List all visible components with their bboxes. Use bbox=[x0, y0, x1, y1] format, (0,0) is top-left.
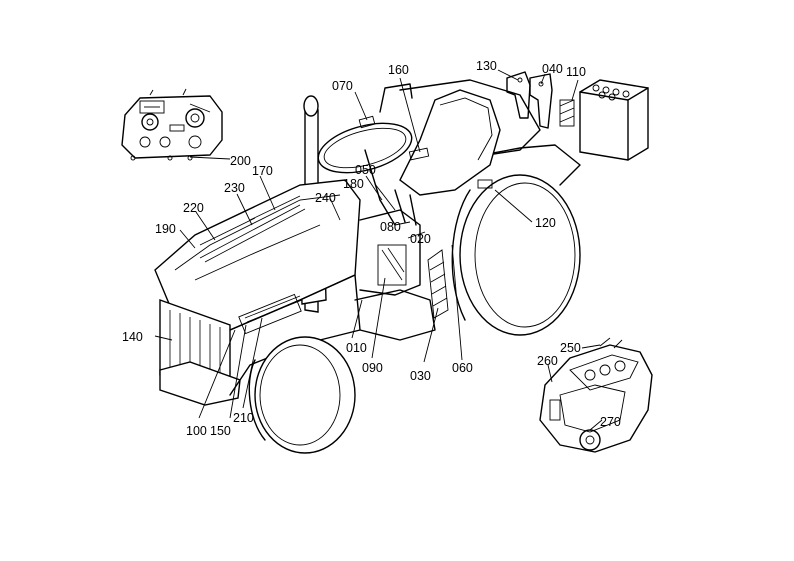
callout-100: 100 bbox=[186, 424, 207, 438]
callout-180: 180 bbox=[343, 177, 364, 191]
callout-150: 150 bbox=[210, 424, 231, 438]
seat bbox=[399, 89, 501, 196]
callout-210: 210 bbox=[233, 411, 254, 425]
callout-170: 170 bbox=[252, 164, 273, 178]
callout-050: 050 bbox=[355, 163, 376, 177]
callout-260: 260 bbox=[537, 354, 558, 368]
callout-040: 040 bbox=[542, 62, 563, 76]
callout-080: 080 bbox=[380, 220, 401, 234]
callout-230: 230 bbox=[224, 181, 245, 195]
callout-200: 200 bbox=[230, 154, 251, 168]
leader-lines bbox=[154, 69, 603, 431]
callout-020: 020 bbox=[410, 232, 431, 246]
callout-070: 070 bbox=[332, 79, 353, 93]
callout-labels: 070 160 130 040 110 200 170 230 050 180 … bbox=[122, 59, 621, 438]
callout-270: 270 bbox=[600, 415, 621, 429]
callout-160: 160 bbox=[388, 63, 409, 77]
callout-140: 140 bbox=[122, 330, 143, 344]
front-wheel bbox=[254, 336, 356, 454]
callout-130: 130 bbox=[476, 59, 497, 73]
callout-220: 220 bbox=[183, 201, 204, 215]
callout-120: 120 bbox=[535, 216, 556, 230]
engine-inset bbox=[539, 337, 653, 453]
dashboard-inset bbox=[121, 88, 231, 161]
callout-250: 250 bbox=[560, 341, 581, 355]
callout-190: 190 bbox=[155, 222, 176, 236]
callout-090: 090 bbox=[362, 361, 383, 375]
battery-assembly bbox=[506, 71, 649, 161]
callout-060: 060 bbox=[452, 361, 473, 375]
tractor-body bbox=[154, 79, 581, 454]
callout-010: 010 bbox=[346, 341, 367, 355]
rear-wheel bbox=[459, 174, 581, 336]
callout-240: 240 bbox=[315, 191, 336, 205]
callout-110: 110 bbox=[566, 65, 586, 79]
callout-030: 030 bbox=[410, 369, 431, 383]
